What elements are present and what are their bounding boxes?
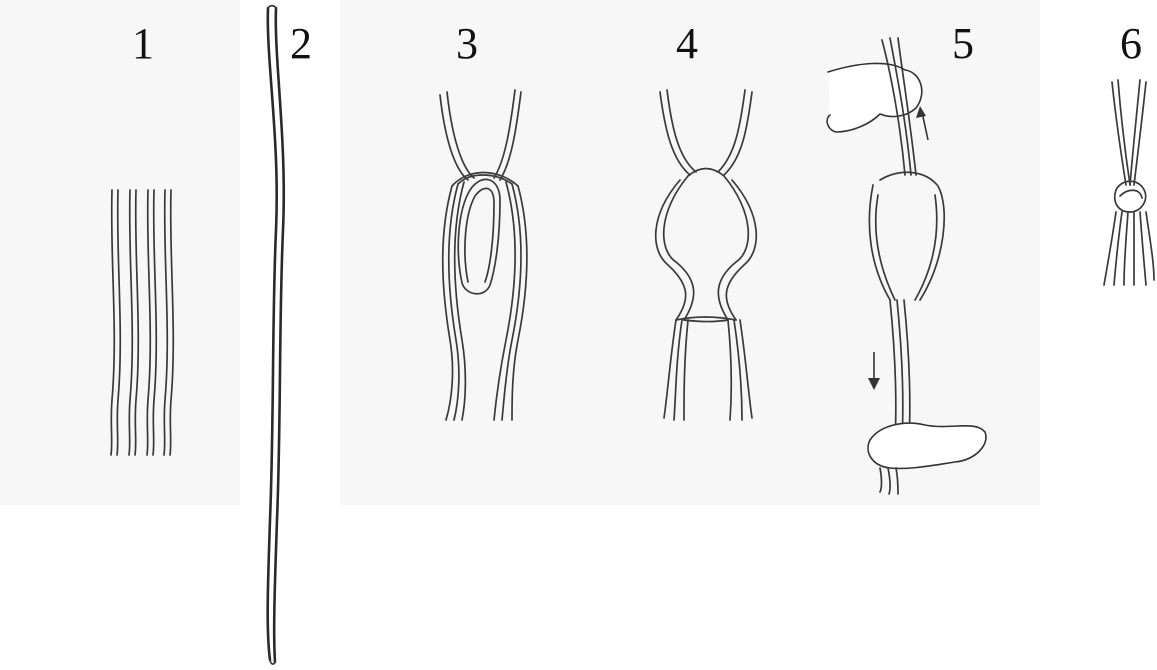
- four-parallel-cords-illustration: [111, 190, 173, 455]
- hands-pulling-illustration: [827, 38, 986, 494]
- long-single-cord-illustration: [268, 6, 284, 664]
- finished-tassel-illustration: [1104, 80, 1154, 285]
- looped-cord-illustration: [440, 90, 527, 420]
- down-arrow-head: [868, 378, 880, 390]
- crossed-knot-illustration: [656, 90, 757, 420]
- upper-hand: [827, 63, 922, 132]
- lower-hand: [868, 423, 986, 468]
- up-arrow-head: [916, 106, 926, 118]
